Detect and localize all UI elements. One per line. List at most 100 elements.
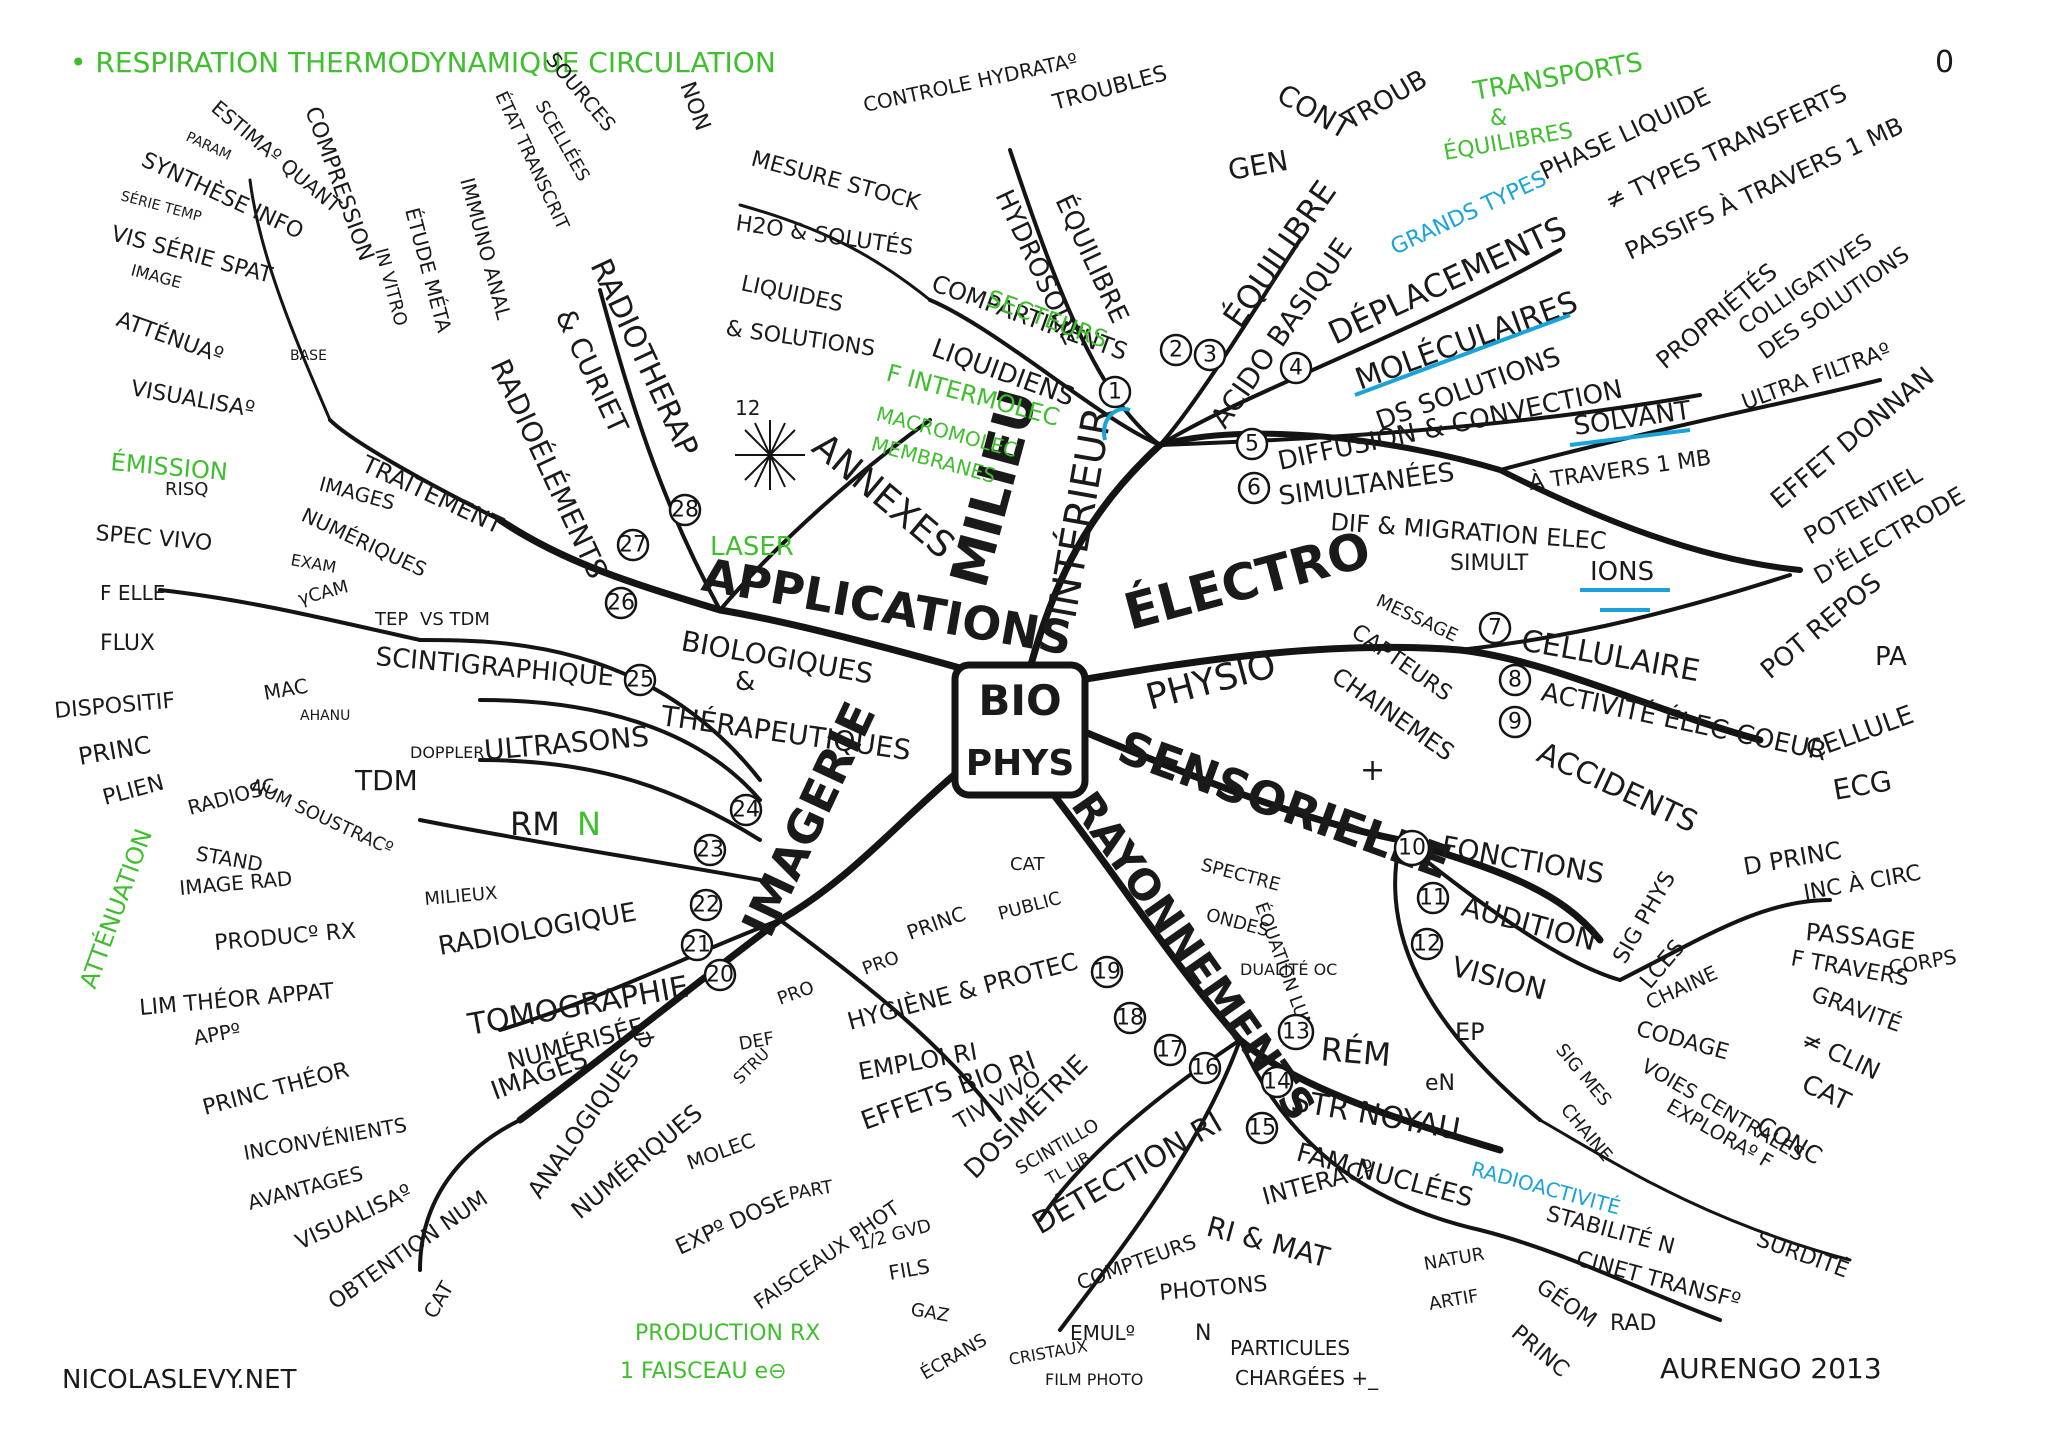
label-controle: CONTROLE HYDRATAº <box>861 48 1080 117</box>
svg-text:21: 21 <box>683 933 711 958</box>
label-plus: + <box>1360 753 1385 788</box>
svg-text:26: 26 <box>607 591 635 616</box>
svg-text:11: 11 <box>1419 886 1447 911</box>
branch-compartiments <box>928 298 1162 447</box>
label-produc: PRODUCº RX <box>213 919 357 956</box>
footer-production-1: PRODUCTION RX <box>635 1321 820 1346</box>
main-electro: ÉLECTRO <box>1118 519 1377 641</box>
branch-diffusion <box>1158 393 1702 447</box>
label-spec-vivo: SPEC VIVO <box>94 521 213 556</box>
label-geom: GÉOM <box>1532 1274 1602 1334</box>
label-image: IMAGE <box>129 261 184 293</box>
label-f-elle: F ELLE <box>100 581 165 605</box>
label-rmn: RM <box>510 805 560 843</box>
label-rmn-n: N <box>577 805 601 843</box>
label-transports: TRANSPORTS <box>1470 48 1645 107</box>
label-ep: EP <box>1455 1018 1485 1046</box>
label-pa: PA <box>1875 642 1907 672</box>
center-box <box>951 661 1089 799</box>
branch-str-noyau <box>1238 1038 1722 1322</box>
label-accidents: ACCIDENTS <box>1532 736 1703 841</box>
label-emission: ÉMISSION <box>109 447 228 486</box>
marker-27: 27 <box>616 528 650 562</box>
label-solutions: & SOLUTIONS <box>724 316 876 362</box>
branch-traitement <box>328 418 502 522</box>
center-bio: BIO <box>978 676 1061 725</box>
label-inconvenients: INCONVÉNIENTS <box>242 1113 409 1165</box>
svg-text:6: 6 <box>1247 476 1261 501</box>
label-spectre: SPECTRE <box>1199 855 1283 896</box>
annexes-star-icon <box>735 420 805 490</box>
label-emul: EMULº <box>1070 1321 1135 1345</box>
marker-22: 22 <box>689 888 723 922</box>
center-phys: PHYS <box>966 743 1075 784</box>
branch-deplacements <box>1158 248 1562 447</box>
ions-underline <box>1580 588 1670 612</box>
label-radiologique: RADIOLOGIQUE <box>436 897 639 961</box>
svg-text:19: 19 <box>1093 960 1121 985</box>
label-part: PART <box>787 1176 835 1205</box>
svg-text:14: 14 <box>1263 1070 1291 1095</box>
label-cellule: CELLULE <box>1802 700 1918 767</box>
branch-hydrosode <box>1008 148 1162 447</box>
label-transports-amp: & <box>1490 106 1507 131</box>
svg-text:7: 7 <box>1488 616 1502 641</box>
label-gen: GEN <box>1225 144 1290 187</box>
label-natur: NATUR <box>1422 1244 1486 1275</box>
branch-activite <box>1458 573 1792 652</box>
label-public: PUBLIC <box>996 888 1064 925</box>
svg-text:10: 10 <box>1398 836 1426 861</box>
label-chaine2: CHAINE <box>1556 1100 1616 1166</box>
marker-11: 11 <box>1416 881 1450 915</box>
label-princ-img: PRINC <box>76 731 153 771</box>
label-ahanu: AHANU <box>300 708 350 724</box>
label-film-photo: FILM PHOTO <box>1045 1370 1143 1389</box>
branch-interac <box>1058 1038 1242 1332</box>
label-tdm: TDM <box>354 764 418 797</box>
main-et: & <box>735 667 755 697</box>
label-dif-migration: DIF & MIGRATION ELEC <box>1330 508 1608 555</box>
main-therapeutiques: THÉRAPEUTIQUES <box>658 698 913 767</box>
label-ecrans: ÉCRANS <box>917 1329 991 1385</box>
marker-17: 17 <box>1153 1033 1187 1067</box>
label-h2o-solutes: H2O & SOLUTÉS <box>734 210 915 261</box>
svg-text:28: 28 <box>671 498 699 523</box>
label-ri-mat: RI & MAT <box>1203 1210 1334 1275</box>
svg-text:25: 25 <box>626 668 654 693</box>
svg-text:12: 12 <box>1413 932 1441 957</box>
branch-milieu <box>1026 441 1164 672</box>
branch-acido <box>1158 238 1302 447</box>
main-physio: PHYSIO <box>1142 645 1281 719</box>
label-troub: TROUB <box>1338 64 1433 136</box>
label-attenua: ATTÉNUAº <box>113 306 227 369</box>
svg-text:20: 20 <box>706 963 734 988</box>
marker-7: 7 <box>1478 611 1512 645</box>
footer-production-2: 1 FAISCEAU e⊖ <box>620 1359 787 1384</box>
label-ultrasons: ULTRASONS <box>483 720 651 767</box>
label-passage: PASSAGE <box>1804 918 1916 955</box>
branch-rmn <box>478 758 762 842</box>
svg-text:5: 5 <box>1245 432 1259 457</box>
marker-26: 26 <box>604 586 638 620</box>
branch-radiologique <box>418 818 762 882</box>
label-cat-img: CAT <box>419 1277 459 1323</box>
label-ions: IONS <box>1590 557 1654 587</box>
label-mac: MAC <box>262 674 310 705</box>
footer-author: AURENGO 2013 <box>1660 1352 1882 1385</box>
label-vs-tdm: VS TDM <box>420 609 490 630</box>
label-rad: RAD <box>1610 1311 1656 1336</box>
label-risq: RISQ <box>165 479 208 500</box>
branch-images-fan <box>248 178 332 422</box>
label-ecg: ECG <box>1830 764 1894 807</box>
marker-19: 19 <box>1090 955 1124 989</box>
svg-text:24: 24 <box>732 798 760 823</box>
marker-18: 18 <box>1113 1001 1147 1035</box>
label-particules: PARTICULES <box>1230 1336 1350 1360</box>
marker-24: 24 <box>729 793 763 827</box>
label-scintigraphique: SCINTIGRAPHIQUE <box>374 642 615 693</box>
branch-imagerie <box>516 766 964 1124</box>
svg-text:1: 1 <box>1108 380 1122 405</box>
label-d-princ: D PRINC <box>1741 836 1843 881</box>
label-appo: APPº <box>192 1018 243 1050</box>
label-cat-sens: CAT <box>1797 1069 1855 1117</box>
